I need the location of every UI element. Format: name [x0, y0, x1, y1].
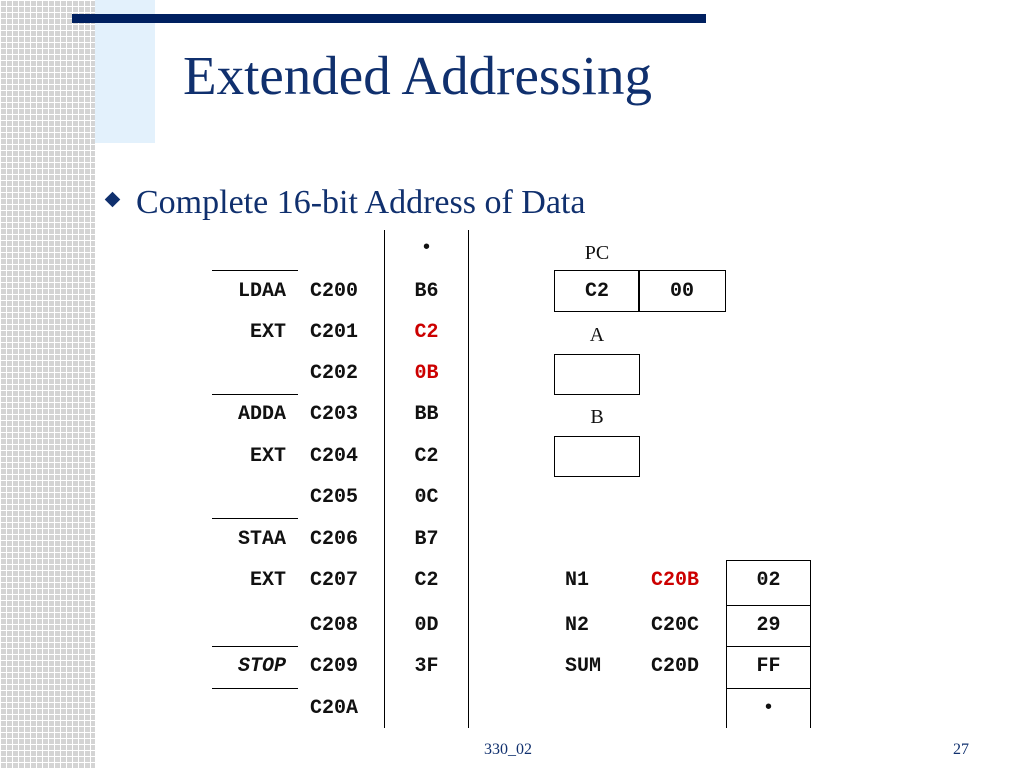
opcode-label: ADDA: [237, 403, 286, 426]
variable-address-highlighted: C20B: [651, 569, 700, 592]
opcode-label: LDAA: [237, 280, 286, 303]
memory-address: C206: [310, 528, 359, 551]
memory-value-highlighted: C2: [414, 321, 439, 344]
slide-title: Extended Addressing: [183, 45, 652, 106]
memory-top-ellipsis: •: [420, 237, 433, 260]
pc-high-value: C2: [584, 280, 609, 303]
memory-address: C209: [310, 655, 359, 678]
memory-address: C201: [310, 321, 359, 344]
memory-value: 3F: [414, 655, 439, 678]
pc-low-box: [638, 270, 726, 312]
data-bottom-ellipsis: •: [762, 697, 775, 720]
memory-column-right-border: [468, 230, 469, 728]
memory-address: C205: [310, 486, 359, 509]
memory-value: C2: [414, 445, 439, 468]
variable-value: 02: [756, 569, 781, 592]
memory-value: 0C: [414, 486, 439, 509]
memory-address: C207: [310, 569, 359, 592]
variable-name: SUM: [565, 655, 602, 678]
b-register-label: B: [590, 406, 604, 428]
memory-address: C20A: [310, 697, 359, 720]
opcode-label-stop: STOP: [237, 655, 286, 678]
opcode-label: EXT: [249, 445, 286, 468]
variable-address: C20C: [651, 614, 700, 637]
opcode-label: EXT: [249, 321, 286, 344]
data-row-border: [726, 646, 811, 647]
a-register-box: [554, 354, 640, 395]
memory-value: 0D: [414, 614, 439, 637]
bullet-item: Complete 16-bit Address of Data: [104, 184, 586, 222]
memory-value: B7: [414, 528, 439, 551]
memory-address: C204: [310, 445, 359, 468]
bullet-text: Complete 16-bit Address of Data: [136, 184, 586, 221]
variable-name: N2: [565, 614, 590, 637]
variable-name: N1: [565, 569, 590, 592]
memory-column-left-border: [384, 230, 385, 728]
opcode-label: STAA: [237, 528, 286, 551]
memory-address: C208: [310, 614, 359, 637]
pc-high-box: [554, 270, 640, 312]
opcode-label: EXT: [249, 569, 286, 592]
data-column-left-border: [726, 560, 727, 728]
decorative-grid-strip: [0, 0, 95, 768]
data-row-border: [726, 560, 811, 561]
data-column-right-border: [810, 560, 811, 728]
a-register-label: A: [589, 324, 605, 346]
data-row-border: [726, 688, 811, 689]
pc-low-value: 00: [669, 280, 694, 303]
b-register-box: [554, 436, 640, 477]
memory-address: C203: [310, 403, 359, 426]
variable-address: C20D: [651, 655, 700, 678]
instruction-separator: [212, 688, 298, 689]
memory-address: C202: [310, 362, 359, 385]
memory-address: C200: [310, 280, 359, 303]
decorative-panel: [95, 0, 155, 143]
slide-number: 27: [953, 741, 969, 758]
instruction-separator: [212, 518, 298, 519]
variable-value: 29: [756, 614, 781, 637]
variable-value: FF: [756, 655, 781, 678]
memory-value: C2: [414, 569, 439, 592]
memory-value-highlighted: 0B: [414, 362, 439, 385]
instruction-separator: [212, 646, 298, 647]
title-rule: [72, 14, 706, 23]
instruction-separator: [212, 394, 298, 395]
memory-value: B6: [414, 280, 439, 303]
memory-value: BB: [414, 403, 439, 426]
pc-register-label: PC: [584, 242, 610, 264]
footer-course-code: 330_02: [484, 741, 532, 758]
diamond-bullet-icon: [104, 191, 121, 208]
instruction-separator: [212, 270, 298, 271]
data-row-border: [726, 605, 811, 606]
